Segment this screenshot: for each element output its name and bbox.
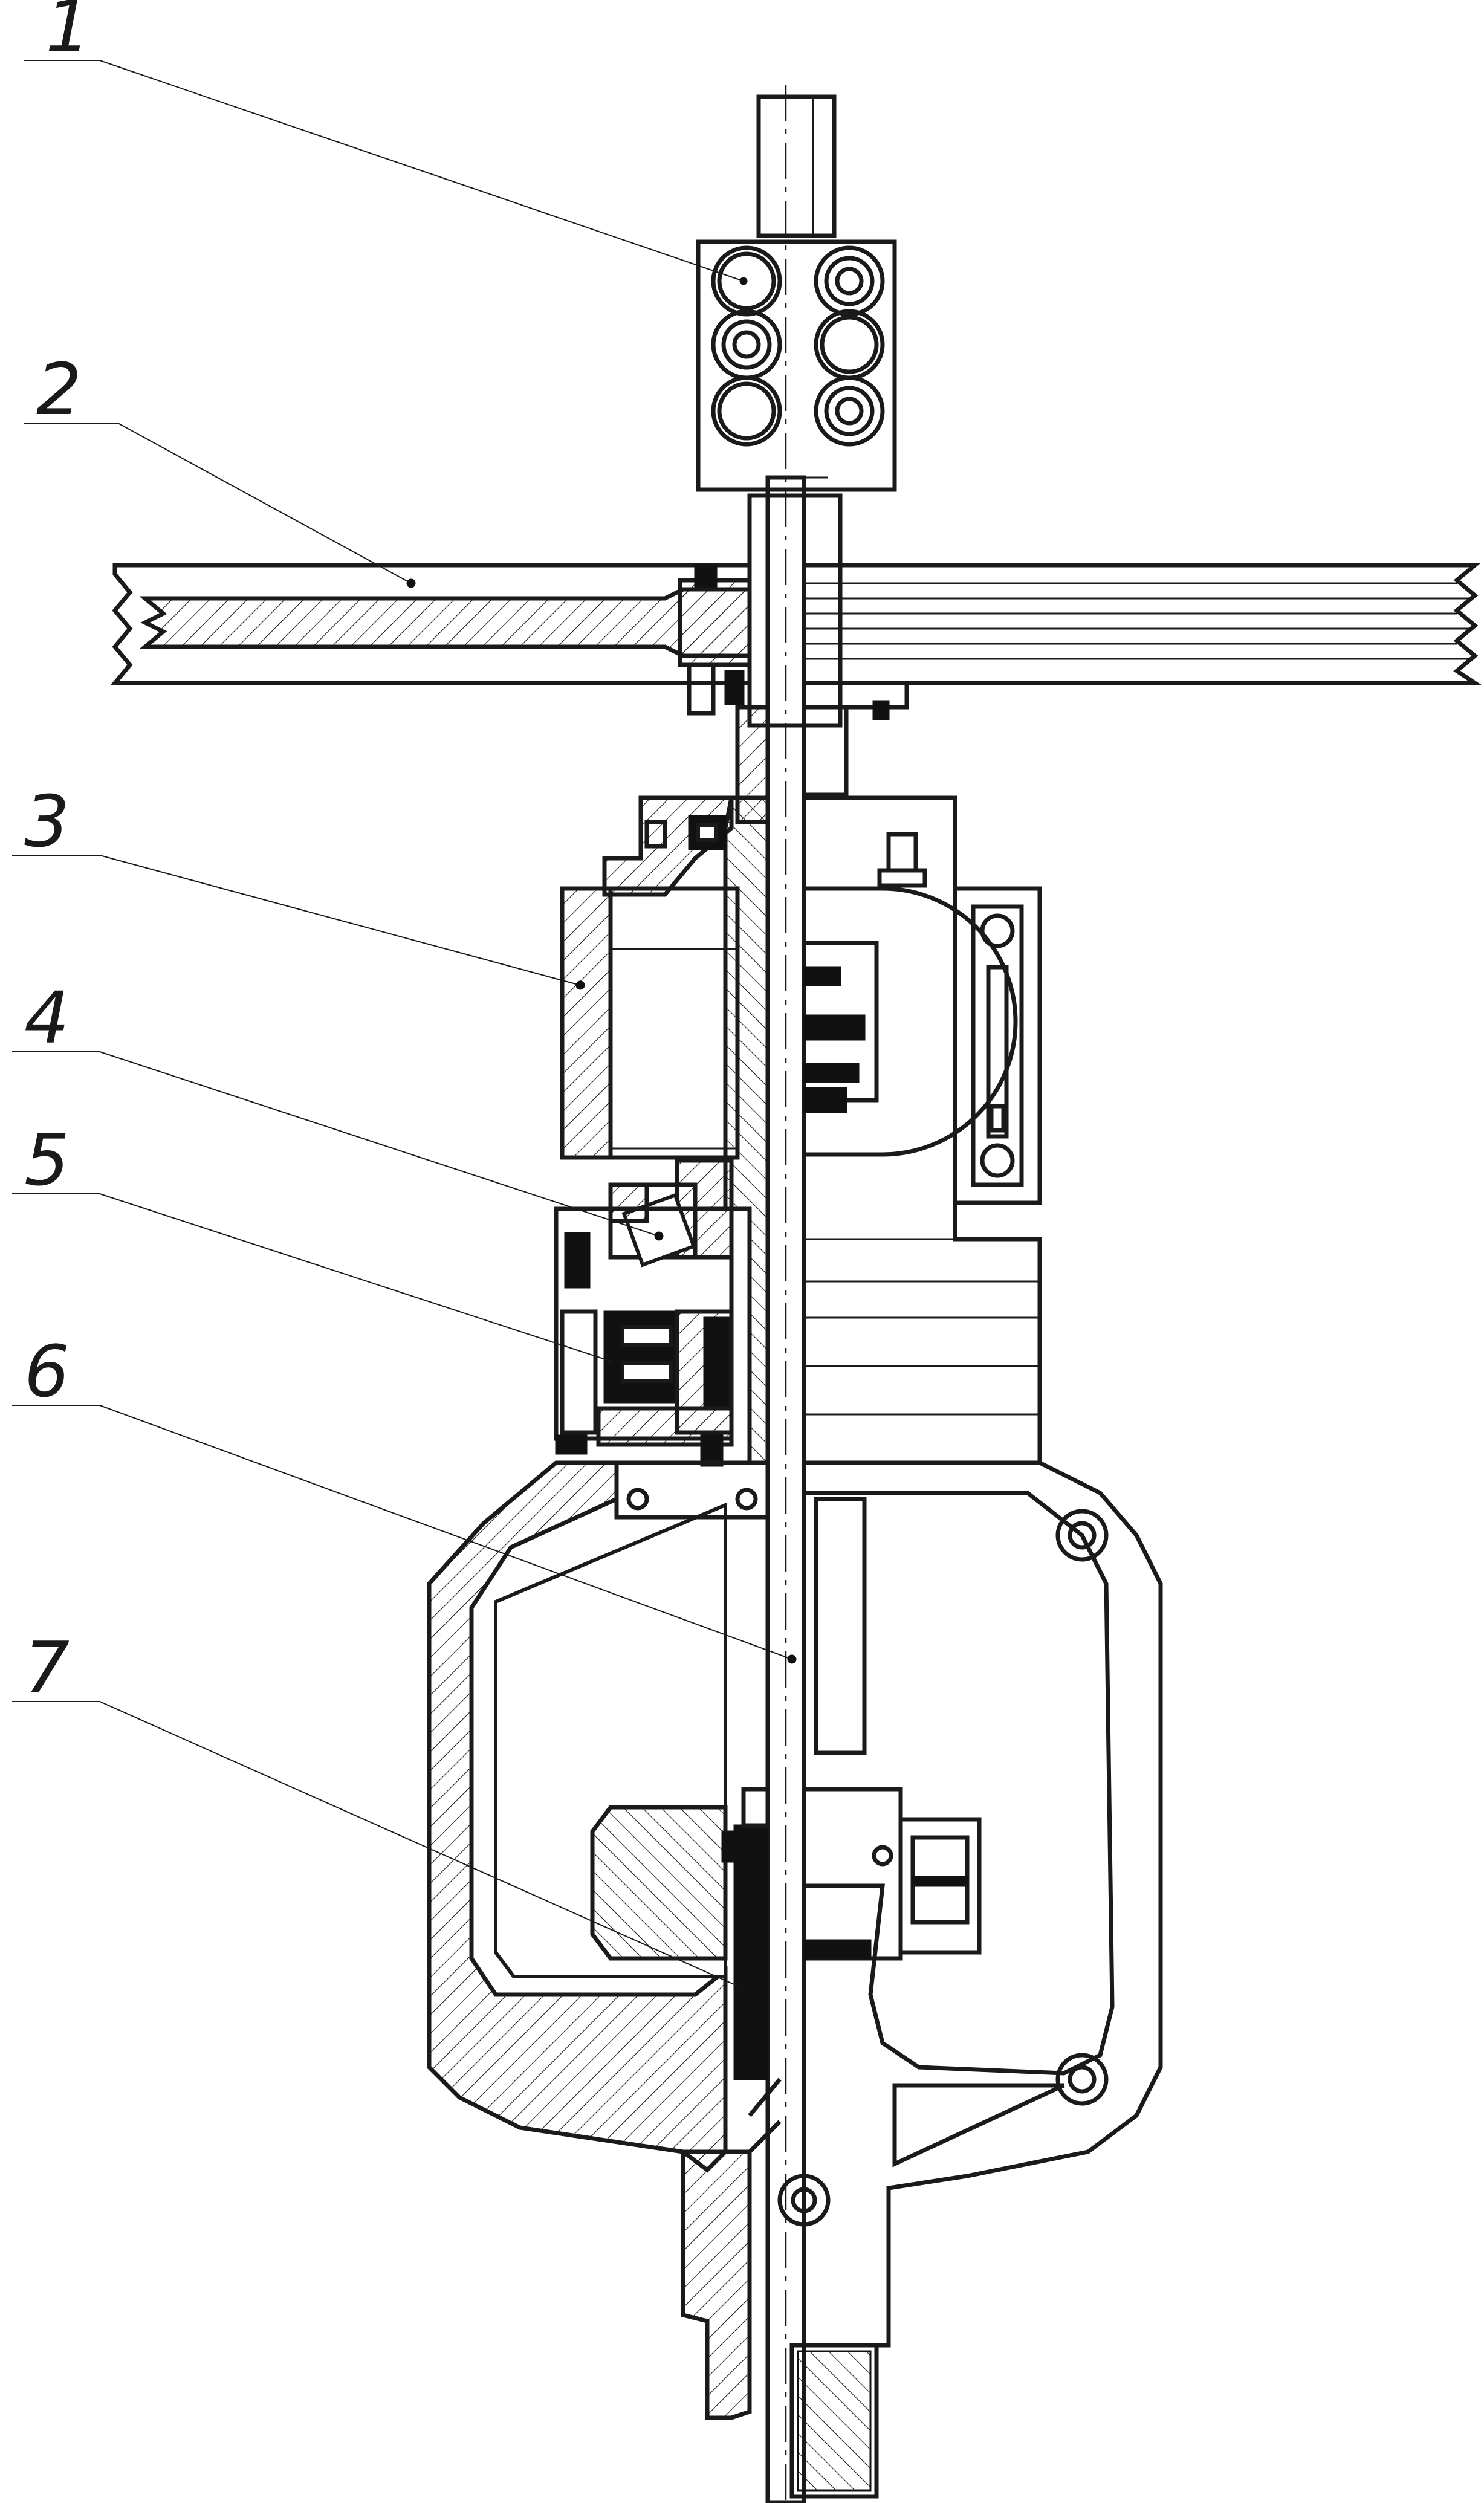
bolt-heads [711,245,885,447]
leader-4 [12,1051,659,1237]
bearing [608,1158,734,1268]
top-cap [756,94,837,238]
gear-pack [554,1206,734,1467]
callout-3: 3 [24,780,70,863]
callout-4: 4 [24,976,70,1060]
leader-lines [12,60,797,1993]
callout-2: 2 [36,348,82,431]
leader-5 [12,1193,617,1364]
leader-6 [12,1405,792,1660]
collet [590,1787,982,2080]
lower-frame [427,1460,1163,2499]
callout-6: 6 [24,1330,70,1413]
clamp-block [696,239,897,492]
callout-5: 5 [24,1118,70,1202]
callout-7: 7 [24,1626,70,1709]
leader-1 [24,60,744,282]
callout-1: 1 [45,0,91,68]
housing [560,795,1042,1465]
leader-3 [12,855,581,986]
pulley [110,563,1482,720]
leader-7 [12,1701,744,1989]
callout-labels: 1 2 3 4 5 6 7 [24,0,91,1709]
leader-2 [24,423,412,584]
